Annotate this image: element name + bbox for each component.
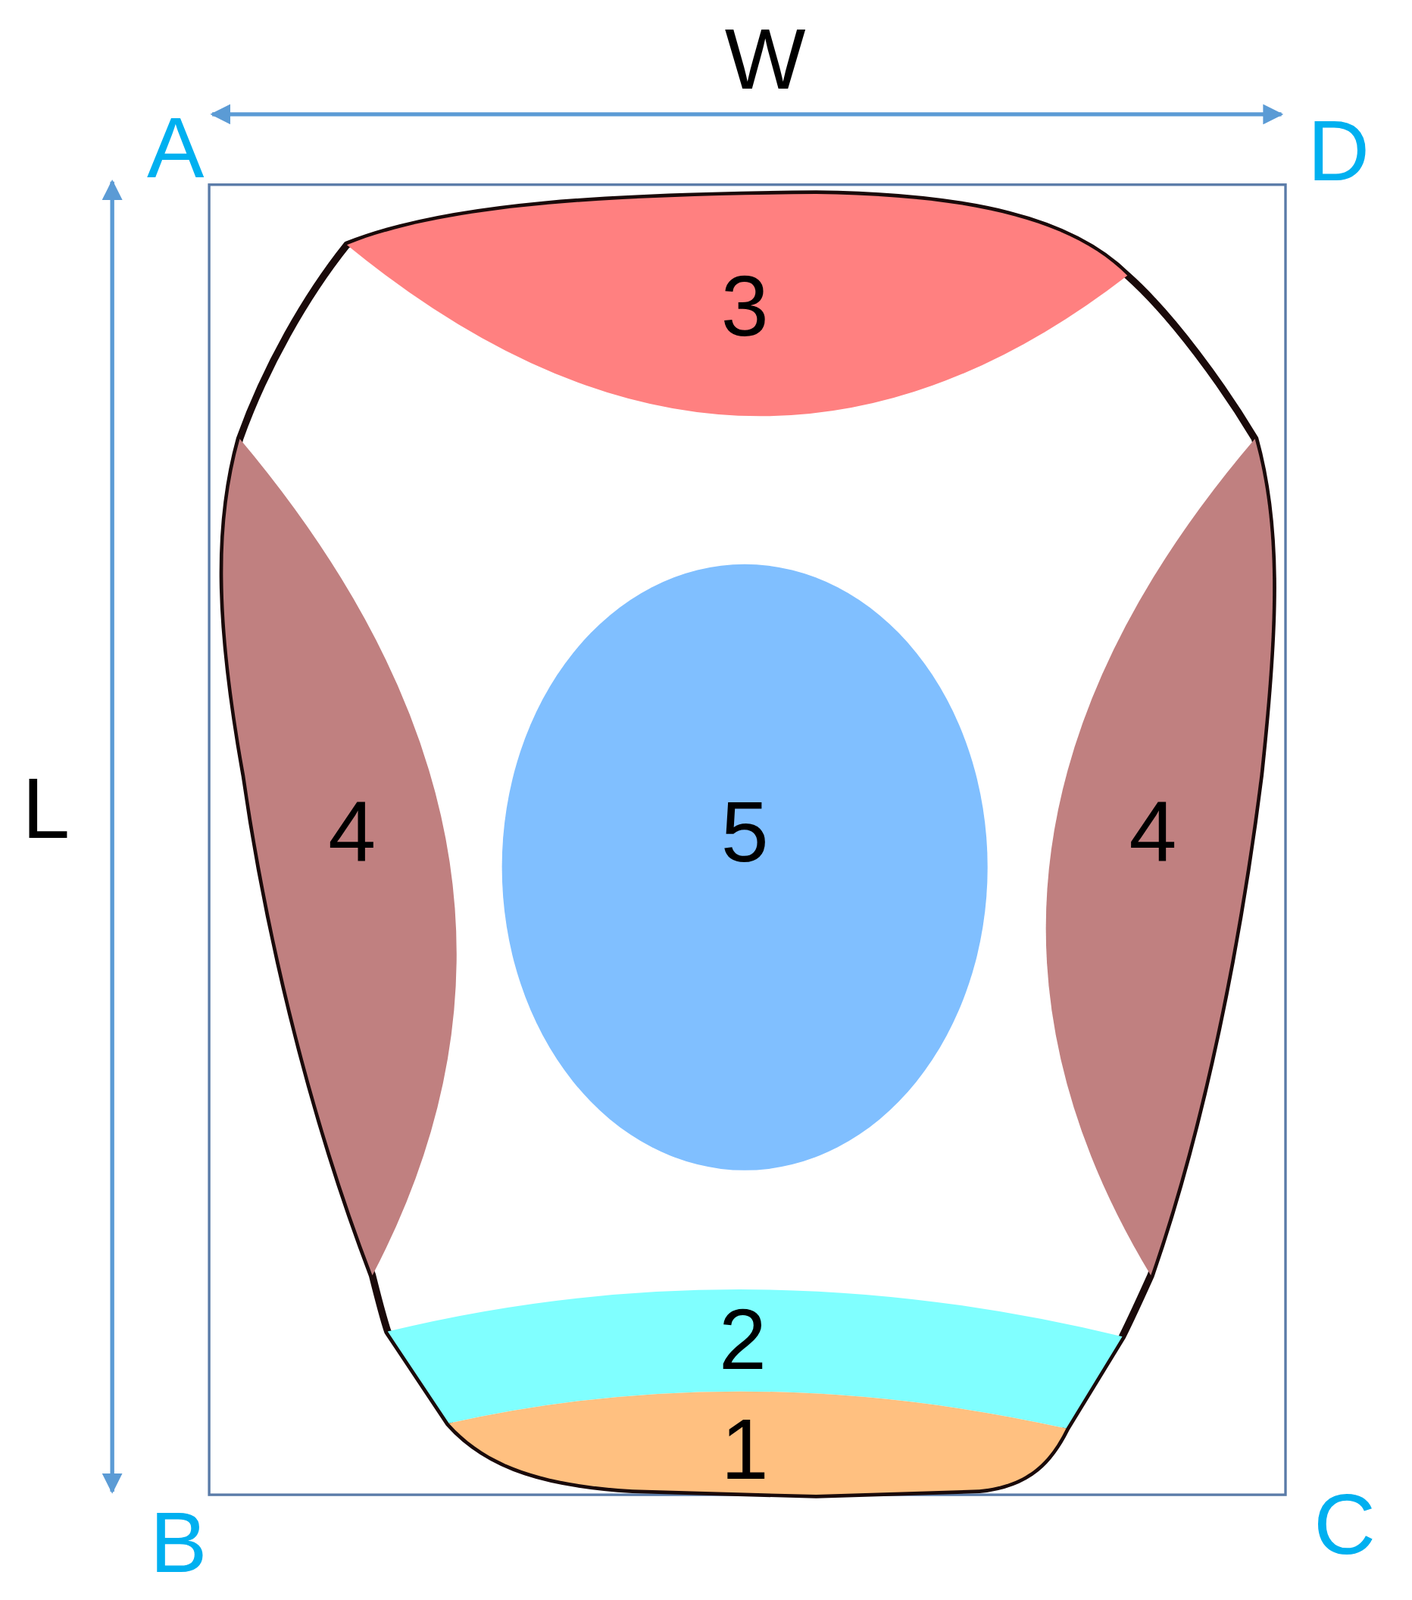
region-number: 4 bbox=[328, 788, 376, 875]
region-number: 5 bbox=[721, 788, 769, 875]
length-dimension-arrow bbox=[109, 181, 114, 1492]
length-label: L bbox=[21, 765, 70, 851]
region-number: 3 bbox=[721, 262, 769, 349]
corner-label: B bbox=[149, 1499, 207, 1586]
region-fill bbox=[1046, 438, 1273, 1275]
tooth-outline bbox=[222, 193, 1273, 1495]
region-three: 3 bbox=[336, 188, 1138, 429]
region-fill bbox=[502, 564, 988, 1171]
corner-label: A bbox=[146, 105, 204, 191]
region-four-left: 4 bbox=[209, 433, 460, 1281]
corner-label: C bbox=[1313, 1481, 1376, 1568]
region-fill bbox=[222, 438, 457, 1275]
region-number: 2 bbox=[718, 1296, 767, 1383]
corner-label: D bbox=[1307, 108, 1370, 194]
region-fill bbox=[449, 1391, 1067, 1495]
region-number: 1 bbox=[721, 1405, 769, 1492]
region-four-right: 4 bbox=[1040, 433, 1286, 1281]
width-label: W bbox=[724, 16, 806, 103]
bounding-box bbox=[209, 184, 1286, 1495]
width-dimension-arrow bbox=[212, 112, 1281, 116]
region-number: 4 bbox=[1128, 788, 1177, 875]
region-five: 5 bbox=[499, 561, 990, 1174]
region-fill bbox=[346, 193, 1128, 416]
region-one: 1 bbox=[443, 1387, 1072, 1500]
